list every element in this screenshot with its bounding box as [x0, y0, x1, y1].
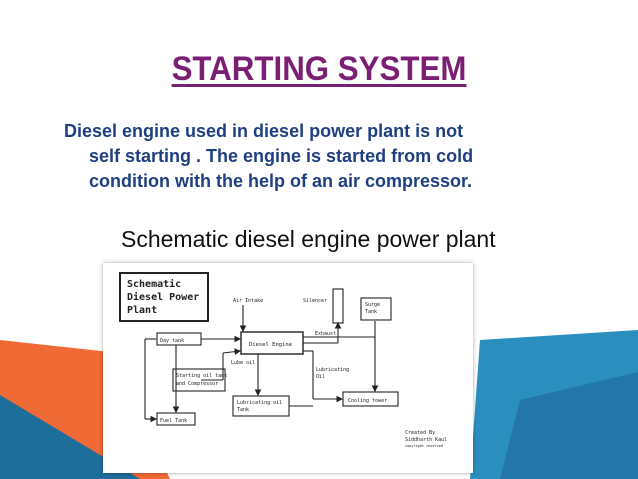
label-surge-tank-2: Tank [365, 309, 377, 315]
diagram-heading-line-2: Diesel Power [127, 291, 199, 303]
label-lube-oil: Lube oil [231, 360, 255, 366]
body-line-3: condition with the help of an air compre… [89, 171, 473, 191]
label-diesel-engine: Diesel Engine [249, 342, 292, 348]
diagram-heading-line-3: Plant [127, 305, 157, 316]
diagram-heading-line-1: Schematic [127, 278, 181, 290]
body-line-1: Diesel engine used in diesel power plant… [64, 121, 464, 141]
label-credit-3: copyright reserved [405, 444, 443, 448]
label-silencer: Silencer [303, 298, 327, 304]
schematic-svg: Schematic Diesel Power Plant Air Intake … [119, 272, 447, 448]
slide-subtitle: Schematic diesel engine power plant [121, 226, 496, 252]
label-starting-oil-1: Starting oil tank [176, 373, 227, 379]
body-line-2: self starting . The engine is started fr… [89, 146, 474, 166]
label-credit-2: Siddharth Kaul [405, 437, 447, 443]
label-lubricating-oil-2: Oil [316, 374, 325, 380]
schematic-diagram: Schematic Diesel Power Plant Air Intake … [103, 263, 473, 473]
label-lubricating-oil-1: Lubricating [316, 367, 349, 373]
label-fuel-tank: Fuel Tank [160, 418, 187, 424]
label-credit-1: Created By [405, 430, 435, 436]
label-starting-oil-2: and Compressor [176, 381, 218, 387]
label-air-intake: Air Intake [233, 298, 263, 304]
label-lub-oil-tank-2: Tank [237, 407, 249, 413]
label-lub-oil-tank-1: Lubricating oil [237, 400, 282, 406]
label-cooling-tower: Cooling tower [348, 398, 387, 404]
label-day-tank: Day tank [160, 338, 184, 344]
slide-body-text: Diesel engine used in diesel power plant… [64, 119, 584, 194]
slide-title: STARTING SYSTEM [171, 50, 467, 88]
label-exhaust: Exhaust [315, 331, 336, 337]
decor-blue-right-dark [500, 372, 638, 479]
label-surge-tank-1: Surge [365, 302, 380, 308]
